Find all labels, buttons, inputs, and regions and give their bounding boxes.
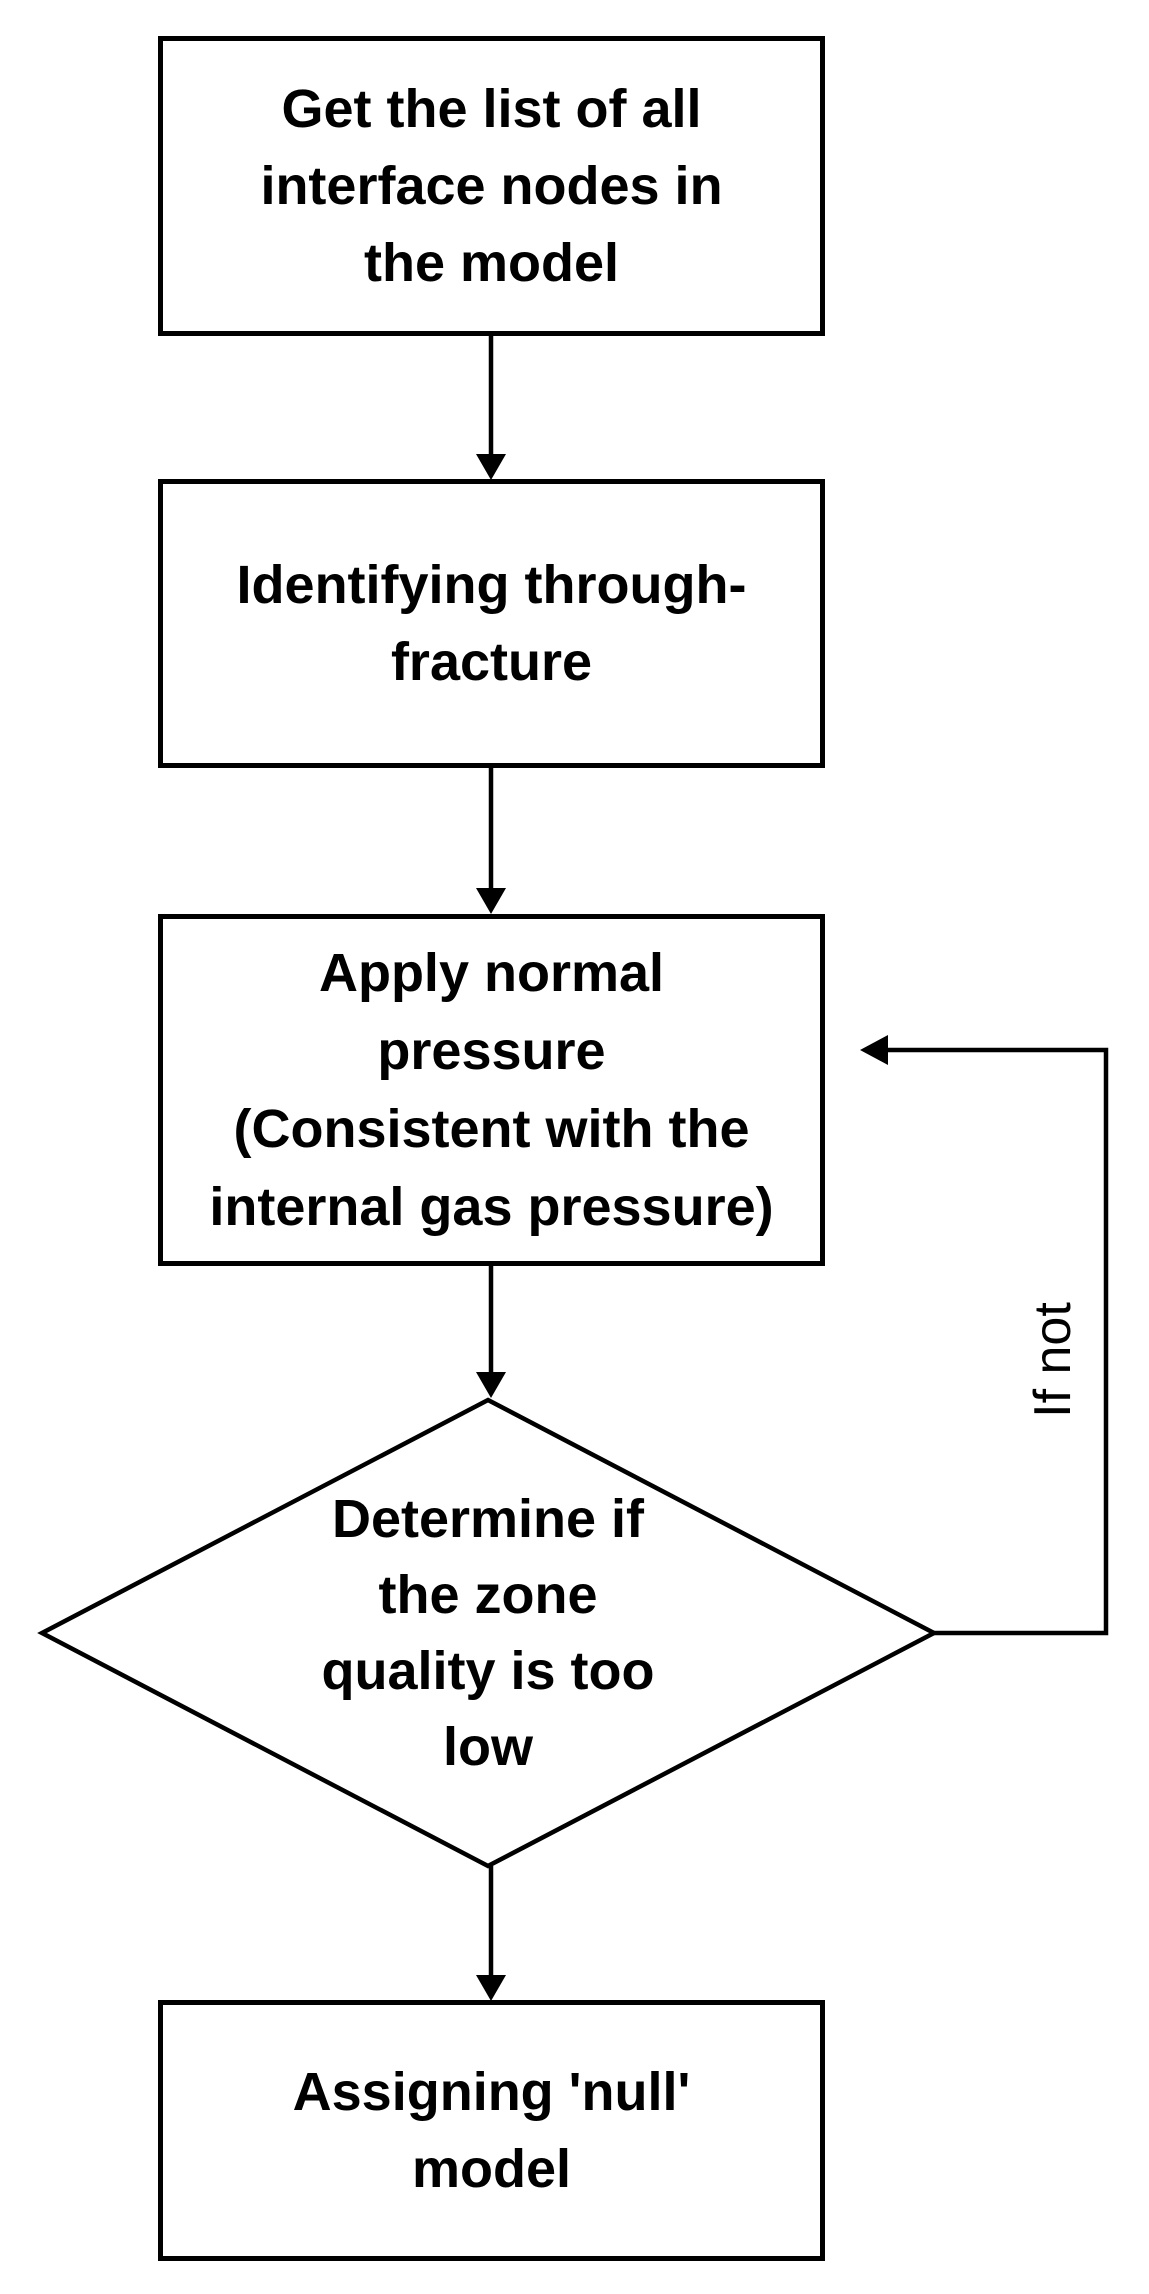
flow-node-apply-normal-pressure: Apply normal pressure (Consistent with t… [158,914,825,1266]
flow-node-identify-through-fracture: Identifying through- fracture [158,479,825,768]
decision-diamond-shape [37,1397,939,1869]
arrow-decision-to-assign-null [476,1866,506,2001]
node-text-line: fracture [390,631,593,692]
flow-node-assign-null-model: Assigning 'null' model [158,2000,825,2261]
flow-node-zone-quality-decision: Determine if the zone quality is too low [188,1478,788,1788]
node-text-line: the model [363,232,620,293]
node-text-line: interface nodes in [260,155,723,216]
feedback-loop-if-not [860,1035,1109,1636]
node-text-line: Get the list of all [281,78,702,139]
node-text-line: model [411,2138,572,2199]
node-text-line: (Consistent with the [233,1099,750,1159]
node-text-line: Apply normal [318,943,665,1003]
arrow-pressure-to-decision [476,1266,506,1398]
flow-node-get-interface-nodes: Get the list of all interface nodes in t… [158,36,825,336]
node-text-line: Determine if [331,1489,645,1549]
node-text-line: the zone [378,1565,598,1625]
edge-label-if-not: If not [1024,1302,1082,1418]
node-text-line: low [443,1717,533,1777]
arrow-get-list-to-identify [476,336,506,480]
arrow-identify-to-pressure [476,768,506,914]
node-text-line: Identifying through- [236,554,747,615]
node-text-line: quality is too [321,1641,655,1701]
node-text-line: internal gas pressure) [209,1177,774,1237]
node-text-line: Assigning 'null' [292,2061,691,2122]
node-text-line: pressure [377,1021,606,1081]
